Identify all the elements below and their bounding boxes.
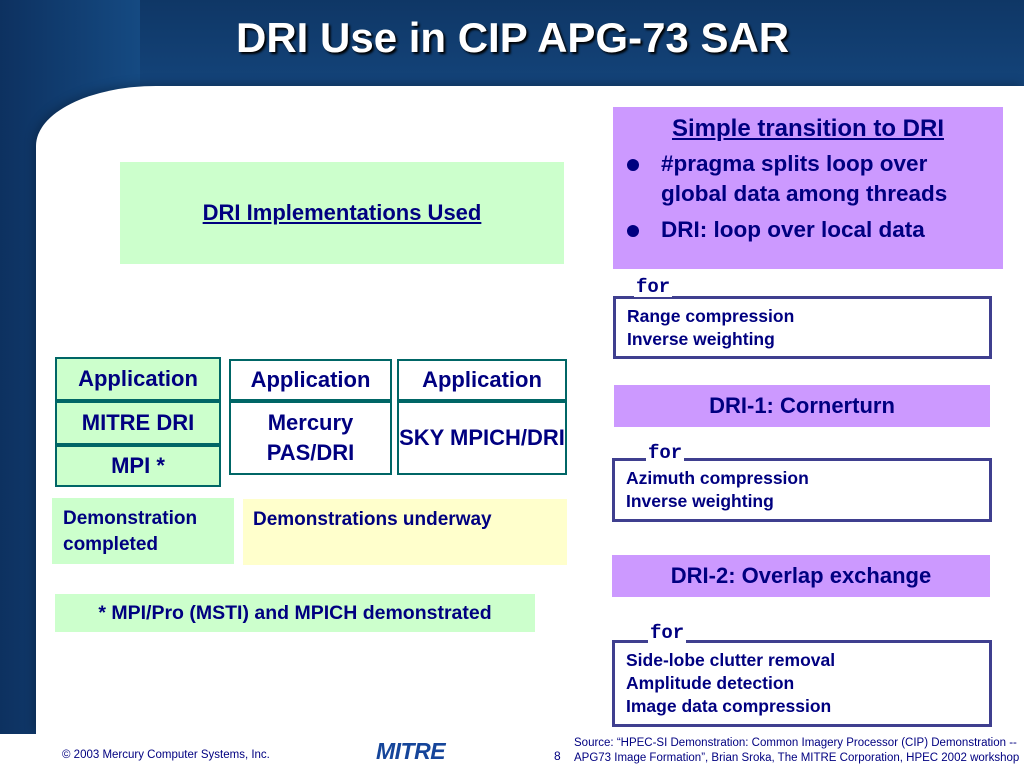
stack-3-application: Application — [397, 359, 567, 401]
loop-line: Range compression — [627, 306, 795, 326]
title-band — [0, 0, 1024, 96]
stack-1-mpi: MPI * — [55, 445, 221, 487]
loop-line: Inverse weighting — [626, 491, 774, 511]
transition-title: Simple transition to DRI — [671, 115, 944, 142]
mitre-logo: MITRE — [376, 738, 446, 764]
loop-box-2: Azimuth compression Inverse weighting — [612, 458, 992, 522]
bullet-text: DRI: loop over local data — [661, 217, 925, 242]
stack-2-implementation: Mercury PAS/DRI — [229, 401, 392, 475]
loop-line: Side-lobe clutter removal — [626, 650, 836, 670]
implementations-heading: DRI Implementations Used — [120, 162, 564, 264]
stack-2-application: Application — [229, 359, 392, 401]
source-citation: Source: “HPEC-SI Demonstration: Common I… — [574, 737, 1020, 764]
transition-box: Simple transition to DRI #pragma splits … — [613, 107, 1003, 269]
loop-line: Azimuth compression — [626, 468, 809, 488]
bullet-dot-icon — [627, 225, 639, 237]
bullet-dot-icon — [627, 159, 639, 171]
stack-1-application: Application — [55, 357, 221, 401]
stage-cornerturn: DRI-1: Cornerturn — [614, 385, 990, 427]
for-keyword-3: for — [648, 622, 687, 644]
loop-line: Amplitude detection — [626, 673, 795, 693]
for-keyword-2: for — [646, 442, 685, 464]
slide-title: DRI Use in CIP APG-73 SAR — [236, 14, 790, 61]
loop-box-1: Range compression Inverse weighting — [613, 296, 992, 359]
stack-1-implementation: MITRE DRI — [55, 401, 221, 445]
footer-band — [0, 734, 1024, 768]
bullet-text: #pragma splits loop over global data amo… — [661, 151, 948, 206]
bullet-item: DRI: loop over local data — [625, 215, 991, 245]
page-number: 8 — [554, 749, 561, 763]
demonstration-completed: Demonstration completed — [52, 498, 234, 564]
loop-line: Inverse weighting — [627, 329, 775, 349]
stage-overlap-exchange: DRI-2: Overlap exchange — [612, 555, 990, 597]
bullet-item: #pragma splits loop over global data amo… — [625, 149, 991, 209]
for-keyword-1: for — [634, 276, 673, 298]
footnote: * MPI/Pro (MSTI) and MPICH demonstrated — [55, 594, 535, 632]
stack-3-implementation: SKY MPICH/DRI — [397, 401, 567, 475]
loop-line: Image data compression — [626, 696, 832, 716]
loop-box-3: Side-lobe clutter removal Amplitude dete… — [612, 640, 992, 727]
demonstrations-underway: Demonstrations underway — [243, 499, 567, 565]
copyright: © 2003 Mercury Computer Systems, Inc. — [62, 749, 270, 761]
